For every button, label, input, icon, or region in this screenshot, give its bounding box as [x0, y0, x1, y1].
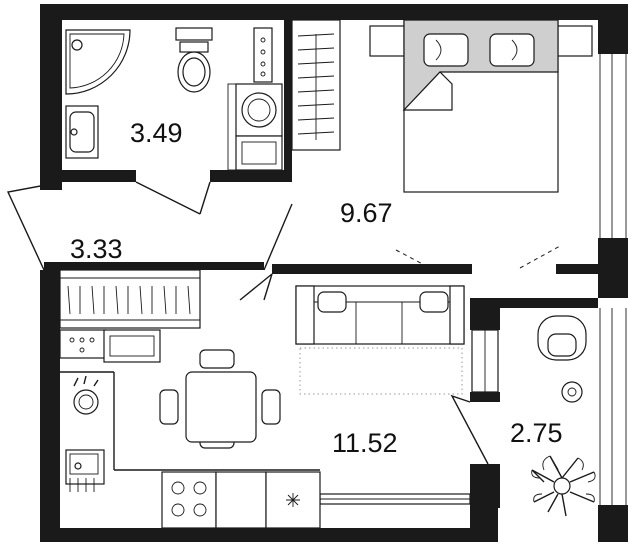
balcony-furniture — [531, 315, 596, 517]
windows — [319, 54, 627, 505]
balcony-area-label: 2.75 — [510, 418, 563, 448]
bedroom-area-label: 9.67 — [340, 198, 393, 228]
kitchen-living-furniture — [59, 285, 465, 529]
room-area-labels: 3.49 9.67 3.33 11.52 2.75 — [70, 118, 563, 458]
bedroom-furniture — [291, 19, 593, 269]
bathroom-area-label: 3.49 — [130, 118, 183, 148]
doors — [6, 181, 489, 465]
kitchen-living-area-label: 11.52 — [332, 428, 398, 458]
hallway-wardrobe — [59, 269, 201, 329]
bathroom-fixtures — [65, 27, 283, 171]
hallway-area-label: 3.33 — [70, 234, 123, 264]
potted-plant-icon — [531, 455, 596, 517]
walls — [40, 4, 628, 542]
